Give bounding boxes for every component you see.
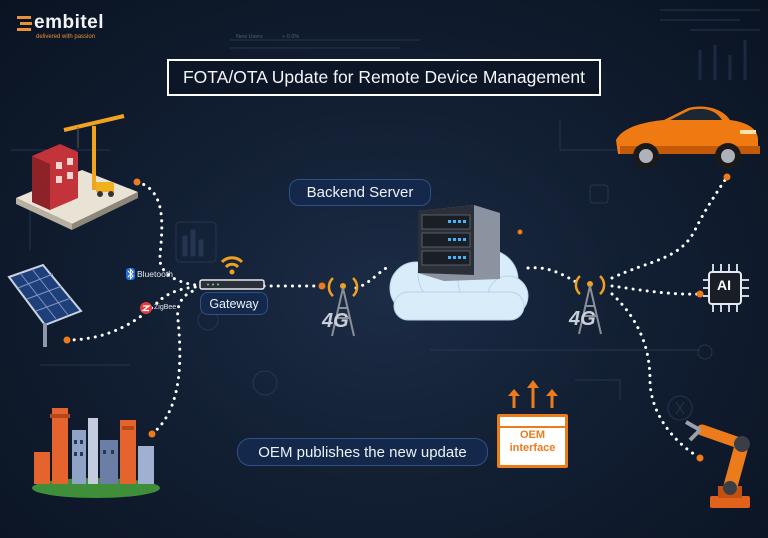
oem-interface-label: OEM interface bbox=[509, 429, 556, 454]
zigbee-label: ZigBee bbox=[154, 304, 177, 311]
tower-left-label: 4G bbox=[322, 310, 349, 332]
construction-site-icon bbox=[16, 114, 138, 230]
cell-tower-icon bbox=[327, 277, 359, 337]
robot-arm-icon bbox=[685, 420, 750, 508]
ai-chip-icon bbox=[703, 264, 749, 312]
line-tower-to-car bbox=[610, 175, 729, 280]
page-title: FOTA/OTA Update for Remote Device Manage… bbox=[167, 59, 601, 96]
solar-panel-icon bbox=[7, 263, 83, 347]
wifi-router-icon bbox=[199, 256, 265, 290]
chip-label: AI bbox=[717, 277, 731, 293]
sports-car-icon bbox=[616, 106, 760, 169]
oem-interface-box: OEM interface bbox=[497, 414, 568, 468]
line-factory-to-gateway bbox=[150, 288, 198, 436]
zigbee-icon bbox=[140, 302, 152, 314]
server-rack-icon bbox=[418, 205, 500, 281]
line-solar-to-gateway bbox=[65, 285, 198, 342]
oem-interface-titlebar bbox=[500, 417, 565, 428]
line-tower-to-chip bbox=[610, 284, 702, 296]
embitel-logo-icon bbox=[17, 16, 32, 31]
backend-server-label: Backend Server bbox=[289, 179, 431, 206]
line-tower-to-cloud bbox=[354, 264, 392, 290]
bg-percent-text: + 0.0% bbox=[282, 34, 300, 40]
bg-new-users-text: New Users bbox=[236, 34, 263, 40]
line-tower-to-robot bbox=[610, 292, 702, 460]
tower-right-label: 4G bbox=[569, 308, 596, 330]
gateway-label: Gateway bbox=[200, 292, 268, 315]
line-construction-to-gateway bbox=[135, 180, 198, 287]
brand-tagline: delivered with passion bbox=[36, 34, 96, 40]
oem-publishes-label: OEM publishes the new update bbox=[237, 438, 488, 466]
cell-tower-icon bbox=[574, 275, 606, 335]
upload-arrows-icon bbox=[508, 380, 558, 408]
bluetooth-icon bbox=[126, 268, 135, 280]
bluetooth-label: Bluetooth bbox=[137, 269, 173, 279]
brand-name: embitel bbox=[34, 12, 105, 33]
factory-icon bbox=[32, 408, 160, 498]
